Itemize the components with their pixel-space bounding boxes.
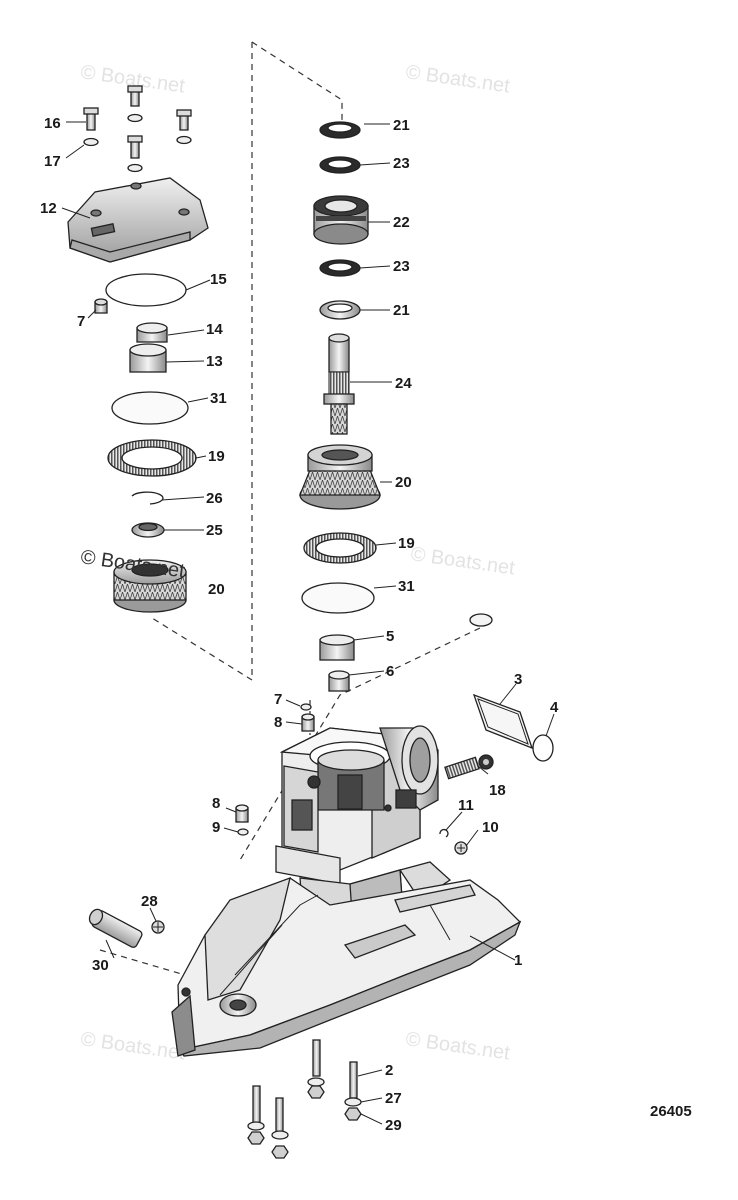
callout-29: 29 (385, 1117, 402, 1134)
part-dowel-9 (237, 828, 249, 836)
part-oring-15 (105, 273, 187, 307)
callout-5: 5 (386, 628, 394, 645)
part-bearing-22 (313, 195, 369, 245)
callout-18: 18 (489, 782, 506, 799)
callout-2: 2 (385, 1062, 393, 1079)
part-pinion-shaft-24 (323, 333, 355, 435)
part-screw-10 (454, 841, 468, 855)
callout-26: 26 (206, 490, 223, 507)
callout-7: 7 (77, 313, 85, 330)
part-bushing-5 (319, 634, 355, 661)
part-plug-top (469, 613, 493, 627)
part-thrust-bearing-19-left (107, 439, 197, 477)
part-thrust-bearing-19-right (303, 532, 377, 564)
callout-30: 30 (92, 957, 109, 974)
callout-labels: 16 17 12 15 7 14 13 31 19 26 25 20 21 23… (40, 115, 559, 1134)
part-screws-16 (83, 85, 192, 159)
part-dowel-7-lower (300, 703, 312, 711)
callout-31: 31 (210, 390, 227, 407)
callout-4: 4 (550, 699, 559, 716)
callout-23: 23 (393, 155, 410, 172)
callout-14: 14 (206, 321, 223, 338)
part-dowel-8-lower (235, 804, 249, 823)
part-race-25 (131, 522, 165, 538)
callout-8: 8 (212, 795, 220, 812)
part-snap-ring-26 (131, 491, 164, 505)
part-gear-20-left (113, 559, 187, 613)
callout-20: 20 (208, 581, 225, 598)
callout-21: 21 (393, 302, 410, 319)
callout-17: 17 (44, 153, 61, 170)
part-gear-housing (171, 725, 522, 1057)
callout-9: 9 (212, 819, 220, 836)
part-washer-21-bottom (319, 300, 361, 320)
part-seal-23-top (319, 156, 361, 174)
part-washers-17 (83, 113, 192, 173)
part-pin-30 (88, 908, 143, 948)
part-seal-23-bottom (319, 259, 361, 277)
callout-31: 31 (398, 578, 415, 595)
watermark-text: © Boats.net (409, 543, 516, 579)
part-spacer-14 (136, 322, 168, 343)
part-ring-11 (439, 828, 449, 838)
callout-19: 19 (398, 535, 415, 552)
callout-13: 13 (206, 353, 223, 370)
part-dowel-7 (94, 298, 108, 314)
part-plug-assembly-18 (444, 754, 494, 780)
callout-22: 22 (393, 214, 410, 231)
part-shim-31-right (301, 582, 375, 614)
part-gasket-3 (472, 693, 534, 750)
callout-27: 27 (385, 1090, 402, 1107)
callout-3: 3 (514, 671, 522, 688)
part-washer-21-top (319, 121, 361, 139)
part-washers-27 (247, 1077, 362, 1140)
leader-lines (61, 121, 555, 1125)
callout-23: 23 (393, 258, 410, 275)
watermark-text: © Boats.net (404, 61, 511, 97)
part-studs-2 (252, 1039, 358, 1133)
watermark-text: © Boats.net (404, 1028, 511, 1064)
part-screw-28 (151, 920, 165, 934)
callout-28: 28 (141, 893, 158, 910)
callout-19: 19 (208, 448, 225, 465)
callout-15: 15 (210, 271, 227, 288)
callout-11: 11 (458, 797, 474, 814)
watermark-text: © Boats.net (79, 1028, 186, 1064)
callout-24: 24 (395, 375, 412, 392)
callout-20: 20 (395, 474, 412, 491)
callout-8: 8 (274, 714, 282, 731)
part-bushing-13 (129, 343, 167, 373)
part-dowel-8-upper (301, 713, 315, 732)
callout-12: 12 (40, 200, 57, 217)
part-bushing-6 (328, 670, 350, 692)
callout-10: 10 (482, 819, 499, 836)
part-nuts-29 (247, 1085, 362, 1159)
part-shim-31-left (111, 391, 189, 425)
callout-6: 6 (386, 663, 394, 680)
diagram-reference-number: 26405 (650, 1103, 692, 1120)
callout-7: 7 (274, 691, 282, 708)
callout-16: 16 (44, 115, 61, 132)
callout-21: 21 (393, 117, 410, 134)
part-cover-plate-12 (67, 177, 209, 263)
callout-25: 25 (206, 522, 223, 539)
callout-1: 1 (514, 952, 522, 969)
part-pinion-gear-20 (299, 444, 381, 510)
part-oring-4 (532, 734, 554, 762)
